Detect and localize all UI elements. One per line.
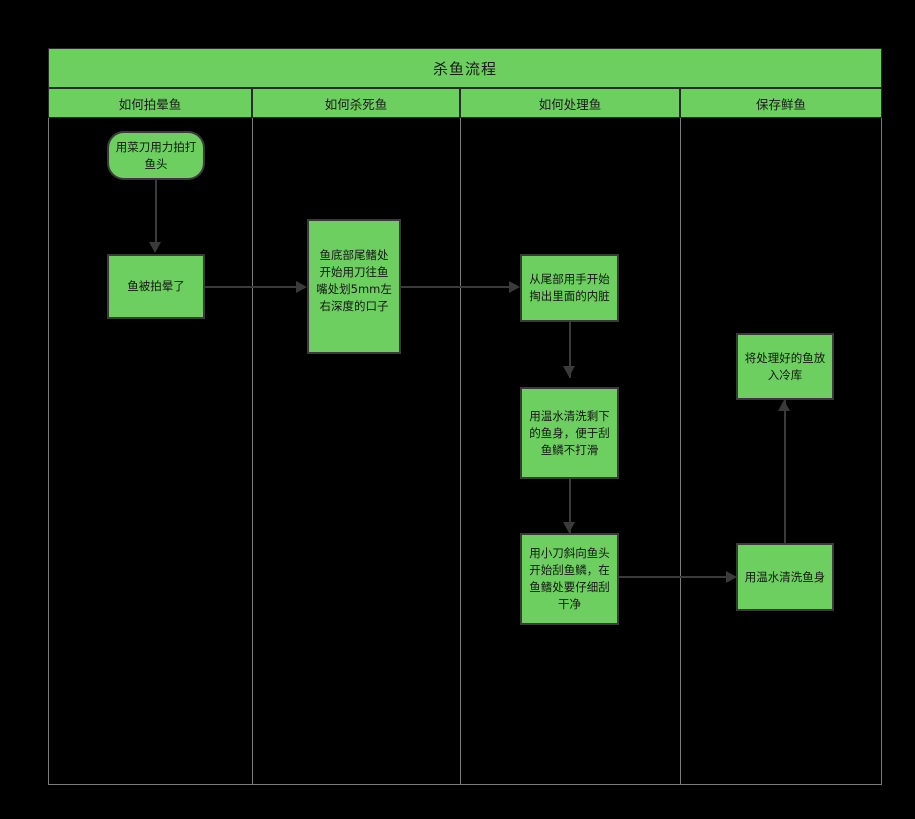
arrowhead-n5-n6 — [563, 522, 575, 533]
lane-header-2[interactable]: 如何处理鱼 — [460, 88, 680, 118]
connector-n4-n5 — [569, 322, 571, 378]
arrowhead-n4-n5 — [563, 366, 575, 377]
lane-header-0[interactable]: 如何拍晕鱼 — [48, 88, 252, 118]
connector-n6-n7 — [619, 576, 729, 578]
node-fish-stunned[interactable]: 鱼被拍晕了 — [107, 254, 205, 319]
arrowhead-n6-n7 — [726, 571, 737, 583]
lane-divider-2 — [460, 118, 461, 785]
connector-n2-n3 — [205, 286, 299, 288]
node-cut-from-tail-fin[interactable]: 鱼底部尾鳍处开始用刀往鱼嘴处划5mm左右深度的口子 — [307, 219, 401, 354]
node-wash-fish-warm-water[interactable]: 用温水清洗鱼身 — [736, 543, 834, 611]
lane-divider-1 — [252, 118, 253, 785]
connector-n7-n8 — [784, 400, 786, 543]
connector-n3-n4 — [401, 286, 513, 288]
node-store-in-freezer[interactable]: 将处理好的鱼放入冷库 — [736, 333, 834, 400]
node-rinse-body-warm-water[interactable]: 用温水清洗剩下的鱼身，便于刮鱼鳞不打滑 — [520, 387, 619, 479]
arrowhead-n1-n2 — [149, 242, 161, 253]
arrowhead-n7-n8 — [778, 400, 790, 411]
diagram-title: 杀鱼流程 — [48, 48, 882, 88]
node-scrape-scales[interactable]: 用小刀斜向鱼头开始刮鱼鳞，在鱼鳍处要仔细刮干净 — [520, 533, 619, 625]
node-slap-fish-head[interactable]: 用菜刀用力拍打鱼头 — [107, 131, 205, 180]
lane-divider-3 — [680, 118, 681, 785]
node-remove-entrails[interactable]: 从尾部用手开始掏出里面的内脏 — [520, 254, 619, 322]
lane-header-row: 如何拍晕鱼 如何杀死鱼 如何处理鱼 保存鲜鱼 — [48, 88, 882, 118]
arrowhead-n3-n4 — [509, 281, 520, 293]
arrowhead-n2-n3 — [296, 281, 307, 293]
lane-header-3[interactable]: 保存鲜鱼 — [680, 88, 882, 118]
connector-n5-n6 — [569, 479, 571, 534]
lane-header-1[interactable]: 如何杀死鱼 — [252, 88, 460, 118]
connector-n1-n2 — [155, 180, 157, 244]
